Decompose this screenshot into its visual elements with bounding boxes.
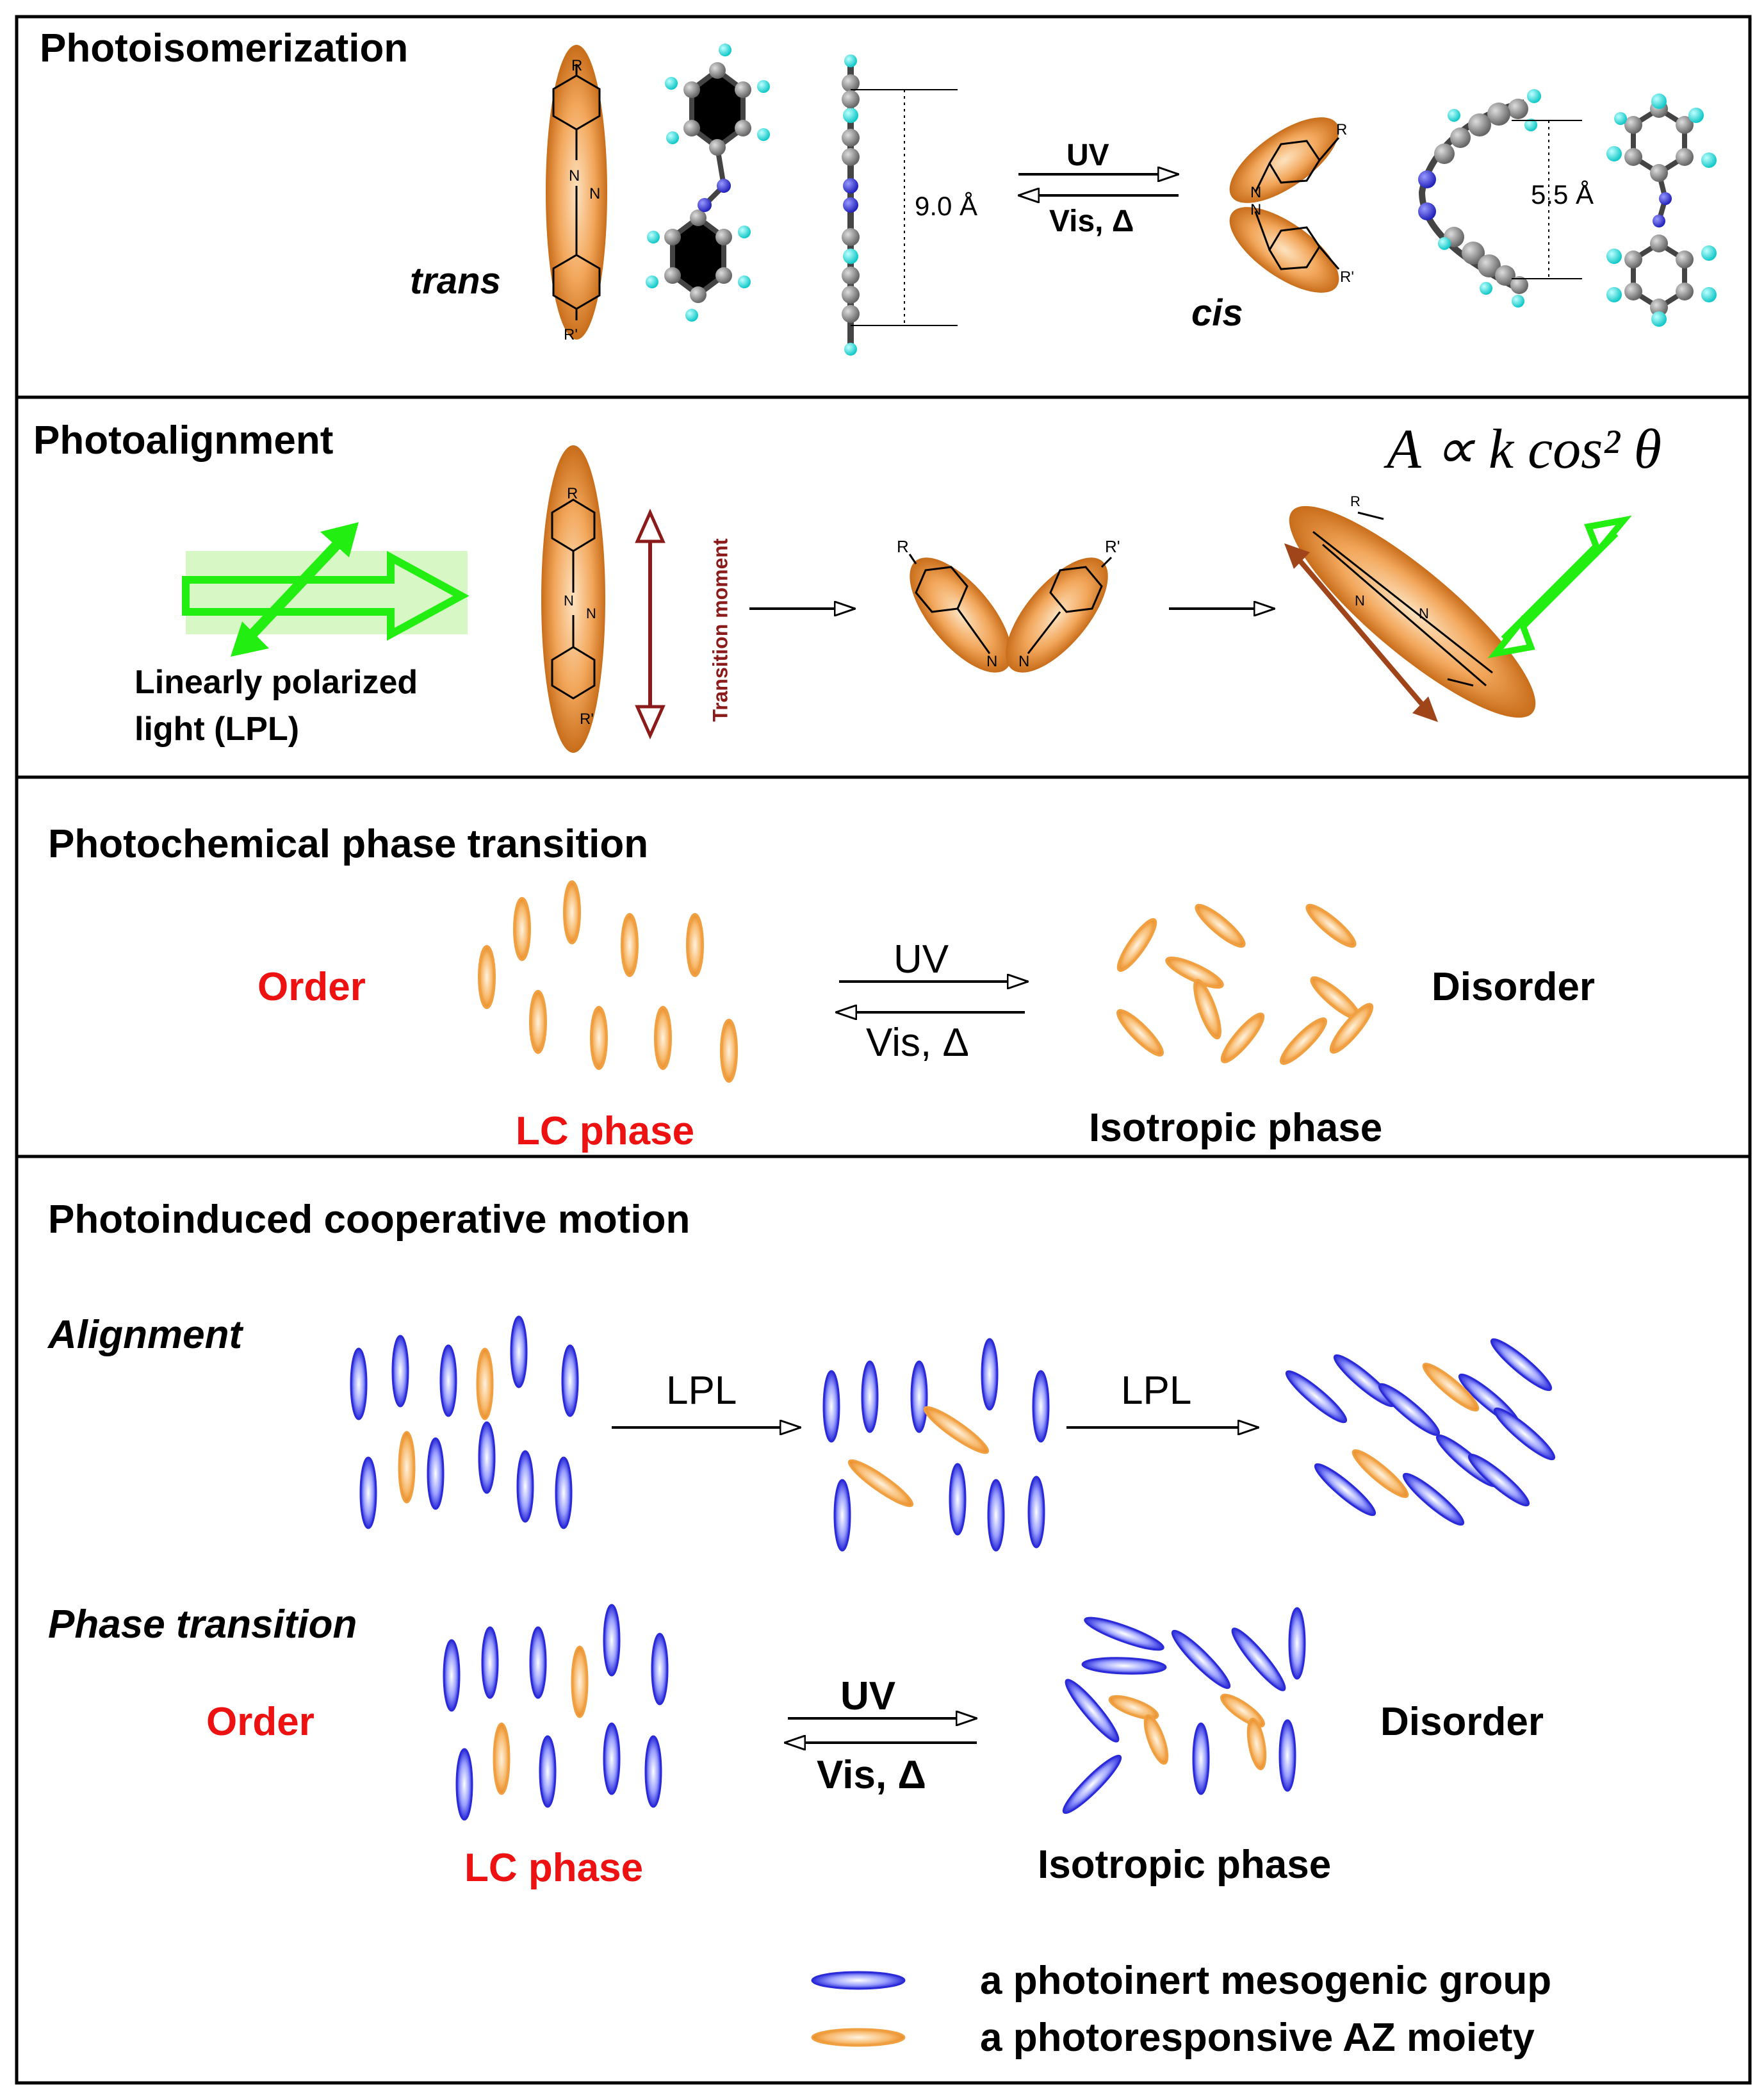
- cis-R-label: R: [1336, 121, 1347, 138]
- trans-N1-label: N: [569, 167, 580, 185]
- legend-orange-swatch: [811, 2028, 906, 2047]
- panel1-forward-label: UV: [1066, 138, 1109, 172]
- cis-N2-label: N: [1250, 201, 1261, 218]
- trans-N2-label: N: [589, 185, 600, 202]
- panel3-ordered-lc-molecules: [478, 880, 738, 1083]
- panel4-reverse-label: Vis, Δ: [817, 1753, 926, 1797]
- panel3-disordered-molecules: [1116, 903, 1374, 1065]
- panel2-cis-R: R: [897, 537, 909, 556]
- panel1-equilibrium-arrows: [1018, 174, 1179, 195]
- panel4-order-label: Order: [206, 1700, 314, 1744]
- alignment-final-molecules: [1285, 1338, 1556, 1526]
- panel2-rot-N2: N: [1419, 605, 1429, 621]
- cis-ball-stick-model: [1418, 89, 1582, 308]
- cis-label: cis: [1191, 292, 1243, 334]
- alignment-initial-molecules: [350, 1315, 579, 1529]
- transition-moment-arrow-icon: [635, 508, 666, 740]
- panel2-cis-N2: N: [1018, 653, 1029, 670]
- panel3-forward-label: UV: [894, 937, 949, 982]
- panel2-rot-R: R: [1350, 493, 1360, 509]
- trans-distance-label: 9.0 Å: [915, 191, 978, 221]
- trans-azobenzene-structure: R N N R': [546, 45, 607, 343]
- panel-borders: [15, 15, 1752, 2085]
- trans-Rprime-label: R': [564, 326, 578, 343]
- panel3-equilibrium-arrows: [836, 982, 1028, 1012]
- panel2-cis-azobenzene: R R' N N: [897, 537, 1120, 673]
- legend-orange-label: a photoresponsive AZ moiety: [980, 2016, 1535, 2060]
- panel2-trans-Rprime: R': [580, 711, 594, 728]
- transition-moment-label: Transition moment: [708, 538, 732, 722]
- lpl-label-line2: light (LPL): [135, 711, 300, 748]
- panel2-trans-R: R: [567, 485, 578, 502]
- cis-top-view-model: [1606, 94, 1717, 327]
- cis-Rprime-label: R': [1340, 268, 1354, 286]
- panel3-reverse-label: Vis, Δ: [866, 1021, 969, 1065]
- phase-transition-subtitle: Phase transition: [48, 1602, 357, 1647]
- trans-ball-stick-model: [646, 44, 770, 322]
- panel4-lc-phase-label: LC phase: [464, 1846, 644, 1890]
- cis-N1-label: N: [1250, 184, 1261, 201]
- alignment-intermediate-molecules: [822, 1338, 1050, 1552]
- legend-blue-label: a photoinert mesogenic group: [980, 1959, 1552, 2003]
- phase-transition-disordered-molecules: [1062, 1607, 1306, 1814]
- phase-transition-ordered-molecules: [443, 1604, 669, 1821]
- panel3-disorder-label: Disorder: [1432, 965, 1595, 1009]
- cis-distance-label: 5.5 Å: [1531, 179, 1594, 210]
- alignment-lpl-label-1: LPL: [666, 1369, 737, 1413]
- trans-label: trans: [410, 260, 501, 302]
- absorbance-equation: A ∝ k cos² θ: [1387, 418, 1662, 481]
- panel3-lc-phase-label: LC phase: [516, 1109, 695, 1153]
- panel2-trans-N1: N: [564, 593, 574, 609]
- panel2-title: Photoalignment: [33, 418, 334, 463]
- panel2-rot-N1: N: [1355, 593, 1365, 609]
- panel4-title: Photoinduced cooperative motion: [48, 1197, 690, 1242]
- phase-transition-arrows: [785, 1718, 977, 1743]
- panel2-cis-Rprime: R': [1105, 537, 1120, 556]
- panel3-isotropic-label: Isotropic phase: [1089, 1106, 1383, 1150]
- panel2-trans-azobenzene: R N N R': [541, 445, 605, 753]
- panel2-reoriented-azobenzene: R N N: [1284, 493, 1632, 722]
- lpl-light-arrow-icon: [182, 522, 470, 657]
- lpl-label-line1: Linearly polarized: [135, 664, 418, 701]
- legend-swatches: [811, 1971, 906, 2047]
- panel4-forward-label: UV: [840, 1674, 896, 1718]
- panel4-isotropic-label: Isotropic phase: [1038, 1843, 1332, 1887]
- panel3-title: Photochemical phase transition: [48, 822, 649, 866]
- panel3-order-label: Order: [257, 965, 366, 1009]
- panel2-trans-N2: N: [586, 605, 596, 621]
- trans-R-label: R: [571, 57, 582, 74]
- cis-azobenzene-structure: R N N R': [1229, 117, 1354, 293]
- alignment-lpl-label-2: LPL: [1121, 1369, 1192, 1413]
- panel4-disorder-label: Disorder: [1380, 1700, 1544, 1744]
- panel1-reverse-label: Vis, Δ: [1049, 204, 1134, 238]
- legend-blue-swatch: [811, 1971, 906, 1990]
- panel1-title: Photoisomerization: [40, 26, 409, 70]
- panel2-cis-N1: N: [986, 653, 997, 670]
- trans-side-view-model: [842, 54, 958, 356]
- alignment-subtitle: Alignment: [48, 1313, 243, 1357]
